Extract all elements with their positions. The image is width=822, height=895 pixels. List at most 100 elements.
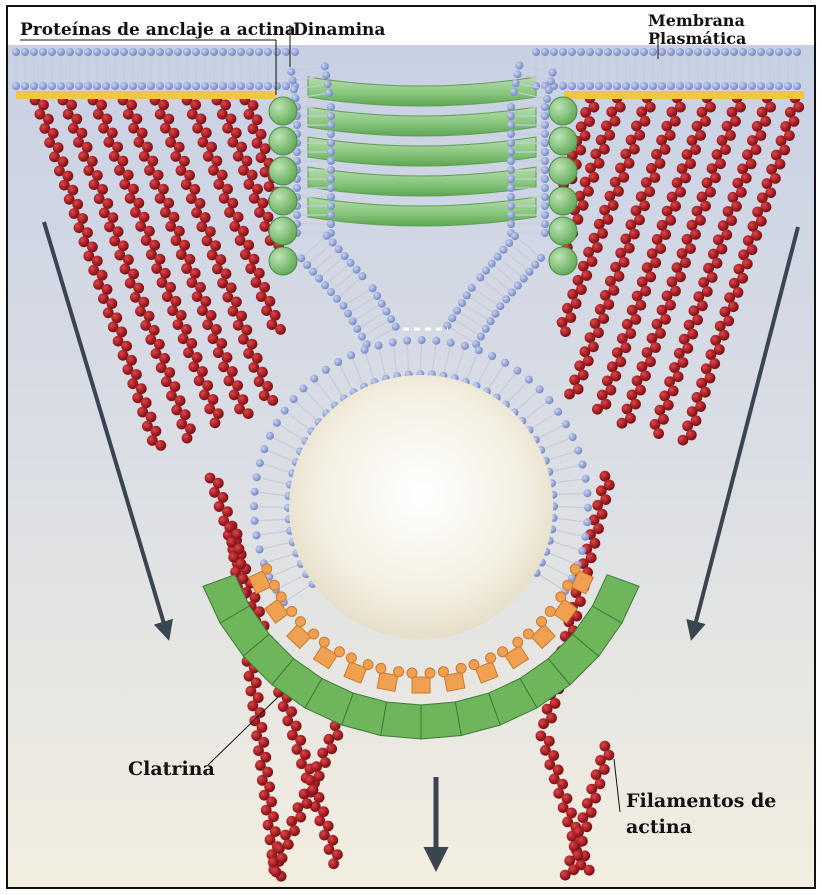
lipid-head <box>281 407 289 415</box>
lipid-head <box>129 48 137 56</box>
actin-bead <box>578 261 589 272</box>
actin-bead <box>701 363 712 374</box>
lipid-head <box>775 82 783 90</box>
actin-bead <box>646 163 657 174</box>
lipid-head <box>559 82 567 90</box>
lipid-head <box>507 157 515 165</box>
lipid-head <box>583 518 591 526</box>
actin-bead <box>121 341 132 352</box>
lipid-head <box>138 82 146 90</box>
lipid-head <box>120 82 128 90</box>
actin-bead <box>38 100 49 111</box>
actin-bead <box>652 234 663 245</box>
actin-bead <box>202 380 213 391</box>
lipid-head <box>48 82 56 90</box>
lipid-head <box>532 82 540 90</box>
lipid-head <box>21 48 29 56</box>
actin-bead <box>87 156 98 167</box>
dynamin-label: Dinamina <box>293 20 385 40</box>
actin-bead <box>210 240 221 251</box>
actin-bead <box>687 220 698 231</box>
lipid-head <box>453 307 461 315</box>
actin-bead <box>116 327 127 338</box>
actin-bead <box>151 426 162 437</box>
lipid-head <box>165 48 173 56</box>
lipid-head <box>432 337 440 345</box>
lipid-head <box>549 69 557 77</box>
actin-bead <box>163 198 174 209</box>
actin-bead <box>176 310 187 321</box>
actin-bead <box>661 121 672 132</box>
lipid-head <box>250 502 258 510</box>
actin-bead <box>133 283 144 294</box>
actin-bead <box>211 324 222 335</box>
lipid-head <box>39 82 47 90</box>
lipid-head <box>541 202 549 210</box>
lipid-head <box>418 336 426 344</box>
actin-bead <box>254 268 265 279</box>
actin-bead <box>590 318 601 329</box>
lipid-head <box>507 193 515 201</box>
actin-bead <box>567 289 578 300</box>
lipid-head <box>260 445 268 453</box>
lipid-head <box>507 130 515 138</box>
actin-bead <box>653 428 664 439</box>
actin-bead <box>560 326 571 337</box>
lipid-head <box>541 175 549 183</box>
actin-bead <box>128 184 139 195</box>
actin-bead <box>174 226 185 237</box>
actin-bead <box>682 149 693 160</box>
actin-bead <box>147 156 158 167</box>
actin-bead <box>184 170 195 181</box>
actin-bead <box>659 391 670 402</box>
actin-bead <box>82 142 93 153</box>
actin-bead <box>185 423 196 434</box>
actin-bead <box>574 360 585 371</box>
lipid-head <box>507 202 515 210</box>
actin-bead <box>747 135 758 146</box>
lipid-head <box>554 408 562 416</box>
lipid-head <box>339 302 347 310</box>
lipid-head <box>507 220 515 228</box>
actin-bead <box>677 163 688 174</box>
actin-bead <box>538 718 549 729</box>
lipid-head <box>322 366 330 374</box>
actin-bead <box>92 170 103 181</box>
actin-bead <box>155 440 166 451</box>
dynamin-ring <box>269 157 297 185</box>
lipid-head <box>640 48 648 56</box>
actin-bead <box>732 178 743 189</box>
actin-bead <box>651 149 662 160</box>
actin-bead <box>642 262 653 273</box>
actin-bead <box>647 248 658 259</box>
actin-bead <box>196 114 207 125</box>
lipid-head <box>251 517 259 525</box>
actin-bead <box>627 390 638 401</box>
dynamin-ring <box>549 127 577 155</box>
lipid-head <box>541 121 549 129</box>
actin-bead <box>227 366 238 377</box>
actin-bead <box>596 135 607 146</box>
actin-bead <box>328 858 339 869</box>
actin-bead <box>263 212 274 223</box>
actin-bead <box>195 282 206 293</box>
actin-bead <box>217 170 228 181</box>
actin-bead <box>163 114 174 125</box>
actin-bead <box>267 395 278 406</box>
actin-bead <box>190 268 201 279</box>
lipid-head <box>383 307 391 315</box>
actin-bead <box>580 346 591 357</box>
actin-bead <box>231 128 242 139</box>
actin-bead <box>605 191 616 202</box>
actin-bead <box>149 240 160 251</box>
actin-bead <box>615 163 626 174</box>
actin-bead <box>583 247 594 258</box>
actin-bead <box>585 163 596 174</box>
lipid-head <box>321 62 329 70</box>
lipid-head <box>39 48 47 56</box>
lipid-head <box>293 184 301 192</box>
lipid-head <box>327 103 335 111</box>
actin-bead <box>201 128 212 139</box>
actin-bead <box>757 107 768 118</box>
lipid-head <box>315 275 323 283</box>
